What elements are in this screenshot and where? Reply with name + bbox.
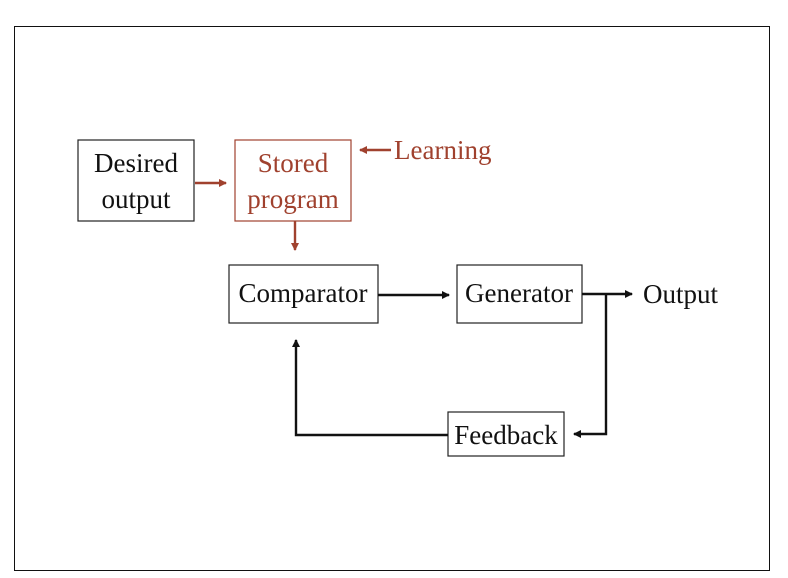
learning-label: Learning	[394, 135, 491, 165]
generator-label: Generator	[465, 278, 573, 308]
diagram-frame	[14, 26, 770, 571]
desired-output-label-line2: output	[101, 184, 171, 214]
output-label: Output	[643, 279, 719, 309]
comparator-node: Comparator	[228, 264, 379, 324]
desired-output-label-line1: Desired	[94, 148, 178, 178]
feedback-label: Feedback	[454, 420, 558, 450]
feedback-node: Feedback	[447, 411, 565, 457]
output-to-feedback-arrow	[573, 294, 608, 438]
comparator-label: Comparator	[239, 278, 368, 308]
stored-program-label-line1: Stored	[258, 148, 329, 178]
desired-output-node: Desired output	[77, 139, 195, 222]
stored-program-label-line2: program	[247, 184, 338, 214]
stored-program-node: Stored program	[234, 139, 352, 222]
feedback-to-comparator-arrow	[292, 339, 448, 437]
generator-node: Generator	[456, 264, 583, 324]
